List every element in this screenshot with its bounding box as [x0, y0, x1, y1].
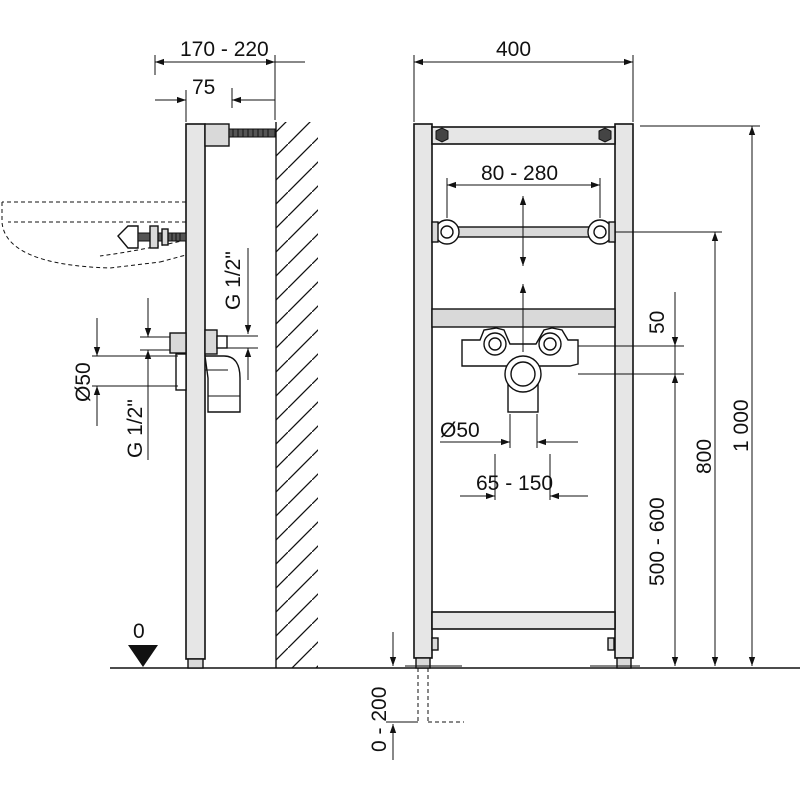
front-view: 400 80 - 280 Ø50 65 - 150 [368, 38, 760, 760]
top-right-bolt [598, 127, 612, 143]
basin-fixing-bolt [117, 225, 187, 249]
dim-frame-width: 400 [413, 38, 634, 122]
dim-fixing-height: 800 [615, 231, 722, 666]
side-water-connection [169, 329, 228, 391]
dim-fixing-spacing: 80 - 280 [446, 162, 601, 218]
side-frame-post [185, 123, 206, 660]
wall-anchor-bolt [204, 123, 276, 147]
dim-drain-height: 500 - 600 [646, 374, 679, 666]
dim-pipe-spacing: 65 - 150 [460, 454, 588, 500]
dim-front-drain: Ø50 [440, 414, 578, 448]
front-drain [504, 355, 542, 413]
dim-fixing-height-label: 800 [693, 439, 716, 474]
dim-fixing-spacing-label: 80 - 280 [481, 162, 558, 185]
dim-thread-lower-label: G 1/2" [124, 399, 147, 458]
front-frame-bottom-rail [431, 611, 616, 630]
dim-drain-height-label: 500 - 600 [646, 497, 669, 586]
dim-side-depth: 170 - 220 [154, 38, 305, 120]
dim-leg-adjustment-label: 0 - 200 [368, 687, 391, 752]
floor-level-marker: 0 [128, 620, 158, 667]
dim-side-offset-label: 75 [192, 76, 215, 99]
dim-thread-upper: G 1/2" [222, 248, 258, 380]
side-drain-elbow [204, 355, 241, 413]
dim-pipe-spacing-label: 65 - 150 [476, 472, 553, 495]
dim-frame-width-label: 400 [496, 38, 531, 61]
dim-drain-offset: 50 [578, 292, 684, 375]
dim-front-drain-label: Ø50 [440, 419, 480, 442]
dim-total-height-label: 1 000 [730, 399, 753, 452]
dim-drain-offset-label: 50 [646, 311, 669, 334]
floor-level-label: 0 [133, 620, 145, 643]
dim-thread-upper-label: G 1/2" [222, 251, 245, 310]
front-frame-feet [405, 637, 640, 669]
dim-side-depth-label: 170 - 220 [180, 38, 269, 61]
dim-side-offset: 75 [155, 76, 275, 122]
top-left-bolt [435, 127, 449, 143]
dim-side-drain: Ø50 [72, 318, 178, 426]
dim-leg-adjustment: 0 - 200 [368, 632, 464, 760]
front-frame-right-post [614, 123, 634, 659]
dim-total-height: 1 000 [640, 125, 760, 666]
front-frame-top-rail [431, 126, 616, 145]
dim-thread-lower: G 1/2" [124, 298, 170, 460]
front-frame-left-post [413, 123, 433, 659]
wall [275, 122, 318, 668]
dim-side-drain-label: Ø50 [72, 362, 95, 402]
side-frame-foot [187, 658, 204, 669]
water-supply-fittings [461, 327, 579, 367]
side-view: 170 - 220 75 G 1/2" Ø50 [1, 38, 318, 669]
washbasin-outline [1, 201, 187, 269]
